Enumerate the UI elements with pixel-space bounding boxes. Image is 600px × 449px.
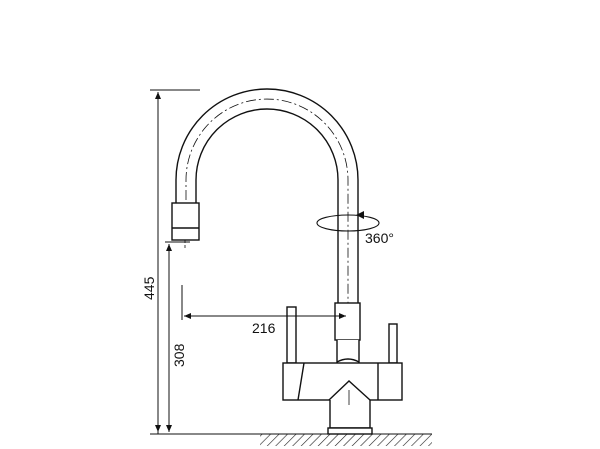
spout: [175, 88, 359, 330]
spray-head: [171, 202, 200, 250]
faucet-body: [282, 362, 403, 435]
swivel-collar: [334, 302, 361, 364]
spout-height-dimension: [165, 241, 190, 432]
rotation-indicator: 360°: [316, 211, 394, 246]
spout-reach-label: 216: [252, 320, 276, 336]
rotation-label: 360°: [365, 230, 394, 246]
total-height-label: 445: [141, 276, 157, 300]
spout-height-label: 308: [171, 343, 187, 367]
spout-reach-dimension: [181, 285, 346, 320]
ground-surface: [150, 433, 432, 446]
total-height-dimension: [150, 89, 200, 434]
left-handle: [286, 306, 297, 364]
right-handle: [388, 323, 398, 364]
